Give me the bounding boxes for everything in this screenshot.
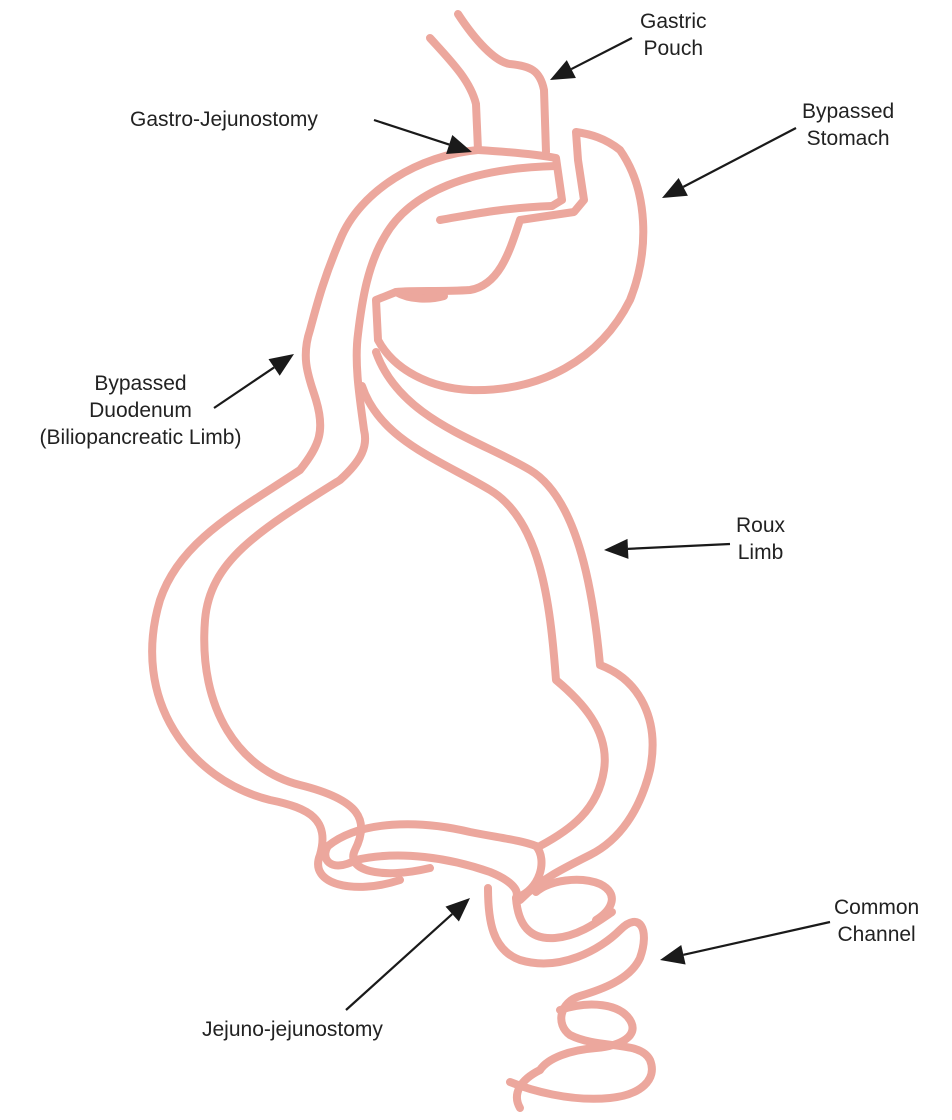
common-channel-arrow — [660, 922, 830, 965]
jejuno-jejunostomy-arrow-shaft — [346, 914, 452, 1010]
esophagus-left-wall — [430, 38, 478, 150]
organ-outlines — [152, 14, 652, 1108]
label-bypassed-stomach: Bypassed Stomach — [802, 98, 894, 152]
gastro-jejunostomy-arrow-head — [446, 135, 472, 154]
bypassed-stomach-arrow — [662, 128, 796, 198]
channel-outer — [488, 888, 652, 1099]
label-jejuno-jejunostomy: Jejuno-jejunostomy — [202, 1016, 383, 1043]
gastro-jejunostomy-arrow — [374, 120, 472, 154]
anastomosis-band-top — [478, 150, 562, 206]
gastric-pouch-arrow — [550, 38, 632, 80]
limb-upper-outer — [152, 150, 478, 887]
roux-limb-arrow — [604, 539, 730, 559]
gastro-jejunostomy-arrow-shaft — [374, 120, 449, 145]
label-roux-limb: Roux Limb — [736, 512, 785, 566]
gastric-pouch-arrow-head — [550, 60, 576, 80]
roux-inner — [362, 386, 605, 846]
label-bypassed-duodenum: Bypassed Duodenum (Biliopancreatic Limb) — [8, 370, 273, 451]
bypassed-stomach-arrow-shaft — [683, 128, 796, 187]
label-common-channel: Common Channel — [834, 894, 919, 948]
common-channel-arrow-shaft — [683, 922, 830, 955]
limb-upper-inner — [204, 166, 556, 873]
jejuno-jejunostomy-arrow — [346, 898, 470, 1010]
common-channel-arrow-head — [660, 945, 686, 965]
roux-limb-arrow-shaft — [628, 544, 730, 549]
roux-outer — [376, 352, 653, 900]
gastric-pouch-arrow-shaft — [571, 38, 632, 69]
label-gastric-pouch: Gastric Pouch — [640, 8, 707, 62]
label-gastro-jejunostomy: Gastro-Jejunostomy — [130, 106, 318, 133]
roux-limb-arrow-head — [604, 539, 628, 559]
channel-coil-mid — [536, 880, 612, 920]
bypassed-stomach-arrow-head — [662, 178, 688, 198]
